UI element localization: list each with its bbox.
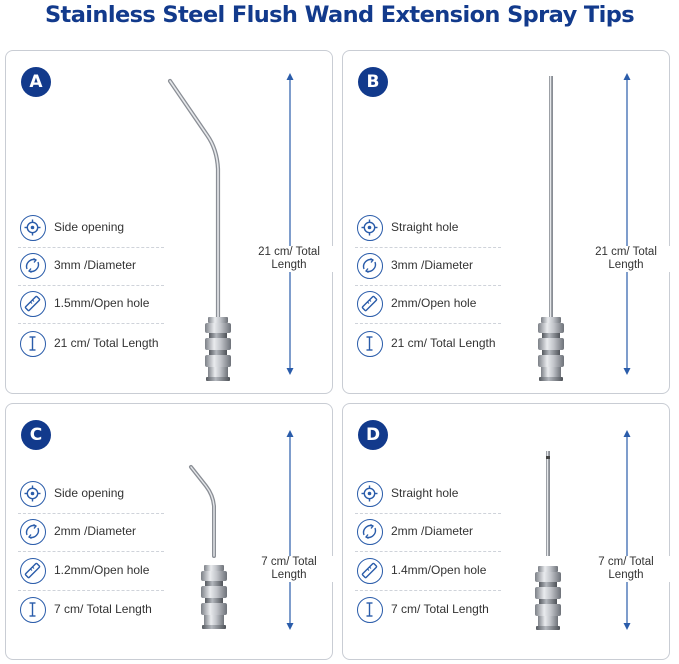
feature-row: 2mm /Diameter bbox=[18, 514, 164, 552]
ruler-icon bbox=[20, 291, 46, 317]
target-icon bbox=[20, 481, 46, 507]
feature-row: 1.5mm/Open hole bbox=[18, 286, 164, 324]
feature-label: 2mm /Diameter bbox=[54, 524, 137, 538]
dimension-arrow bbox=[623, 430, 631, 630]
diameter-icon bbox=[20, 519, 46, 545]
feature-label: 1.5mm/Open hole bbox=[54, 296, 150, 310]
length-icon bbox=[20, 597, 46, 623]
page-title: Stainless Steel Flush Wand Extension Spr… bbox=[44, 2, 635, 28]
feature-row: 3mm /Diameter bbox=[355, 248, 501, 286]
dimension-label: 7 cm/ Total Length bbox=[581, 556, 671, 582]
length-icon bbox=[20, 331, 46, 357]
feature-row: Straight hole bbox=[355, 476, 501, 514]
dimension-arrow bbox=[623, 73, 631, 375]
feature-row: 2mm /Diameter bbox=[355, 514, 501, 552]
length-icon bbox=[357, 597, 383, 623]
dimension-arrow bbox=[286, 430, 294, 630]
dimension-label: 7 cm/ Total Length bbox=[244, 556, 334, 582]
feature-label: 2mm /Diameter bbox=[391, 524, 474, 538]
feature-label: 21 cm/ Total Length bbox=[391, 336, 496, 350]
feature-row: Side opening bbox=[18, 210, 164, 248]
spray-tip-wand bbox=[538, 76, 564, 381]
feature-label: 21 cm/ Total Length bbox=[54, 336, 159, 350]
panel-a: A Side opening 3mm /Diameter 1.5mm/Open … bbox=[5, 50, 334, 394]
feature-label: Side opening bbox=[54, 220, 125, 234]
feature-label: Side opening bbox=[54, 486, 125, 500]
panel-b: B Straight hole 3mm /Diameter 2mm/Open h… bbox=[342, 50, 671, 394]
diameter-icon bbox=[357, 253, 383, 279]
feature-row: 1.4mm/Open hole bbox=[355, 553, 501, 591]
panel-badge: C bbox=[21, 420, 51, 450]
feature-label: 1.2mm/Open hole bbox=[54, 563, 150, 577]
diameter-icon bbox=[357, 519, 383, 545]
feature-label: 3mm /Diameter bbox=[391, 258, 474, 272]
feature-label: 2mm/Open hole bbox=[391, 296, 477, 310]
spray-tip-wand bbox=[167, 78, 231, 381]
panel-badge: A bbox=[21, 67, 51, 97]
panel-d: D Straight hole 2mm /Diameter 1.4mm/Open… bbox=[342, 403, 671, 660]
dimension-label: 21 cm/ Total Length bbox=[581, 246, 671, 272]
feature-row: Straight hole bbox=[355, 210, 501, 248]
panel-badge: B bbox=[358, 67, 388, 97]
spray-tip-wand bbox=[535, 451, 561, 630]
feature-label: 1.4mm/Open hole bbox=[391, 563, 487, 577]
feature-row: 3mm /Diameter bbox=[18, 248, 164, 286]
feature-row: 7 cm/ Total Length bbox=[355, 592, 501, 630]
target-icon bbox=[357, 481, 383, 507]
feature-label: 3mm /Diameter bbox=[54, 258, 137, 272]
panel-badge: D bbox=[358, 420, 388, 450]
target-icon bbox=[20, 215, 46, 241]
feature-row: Side opening bbox=[18, 476, 164, 514]
feature-label: 7 cm/ Total Length bbox=[391, 602, 489, 616]
feature-label: Straight hole bbox=[391, 220, 459, 234]
feature-row: 21 cm/ Total Length bbox=[18, 326, 164, 364]
dimension-arrow bbox=[286, 73, 294, 375]
feature-label: Straight hole bbox=[391, 486, 459, 500]
ruler-icon bbox=[20, 558, 46, 584]
diameter-icon bbox=[20, 253, 46, 279]
spray-tip-wand bbox=[189, 465, 227, 629]
feature-row: 2mm/Open hole bbox=[355, 286, 501, 324]
target-icon bbox=[357, 215, 383, 241]
dimension-label: 21 cm/ Total Length bbox=[244, 246, 334, 272]
length-icon bbox=[357, 331, 383, 357]
panel-c: C Side opening 2mm /Diameter 1.2mm/Open … bbox=[5, 403, 334, 660]
ruler-icon bbox=[357, 291, 383, 317]
feature-label: 7 cm/ Total Length bbox=[54, 602, 152, 616]
feature-row: 7 cm/ Total Length bbox=[18, 592, 164, 630]
ruler-icon bbox=[357, 558, 383, 584]
feature-row: 21 cm/ Total Length bbox=[355, 326, 501, 364]
feature-row: 1.2mm/Open hole bbox=[18, 553, 164, 591]
